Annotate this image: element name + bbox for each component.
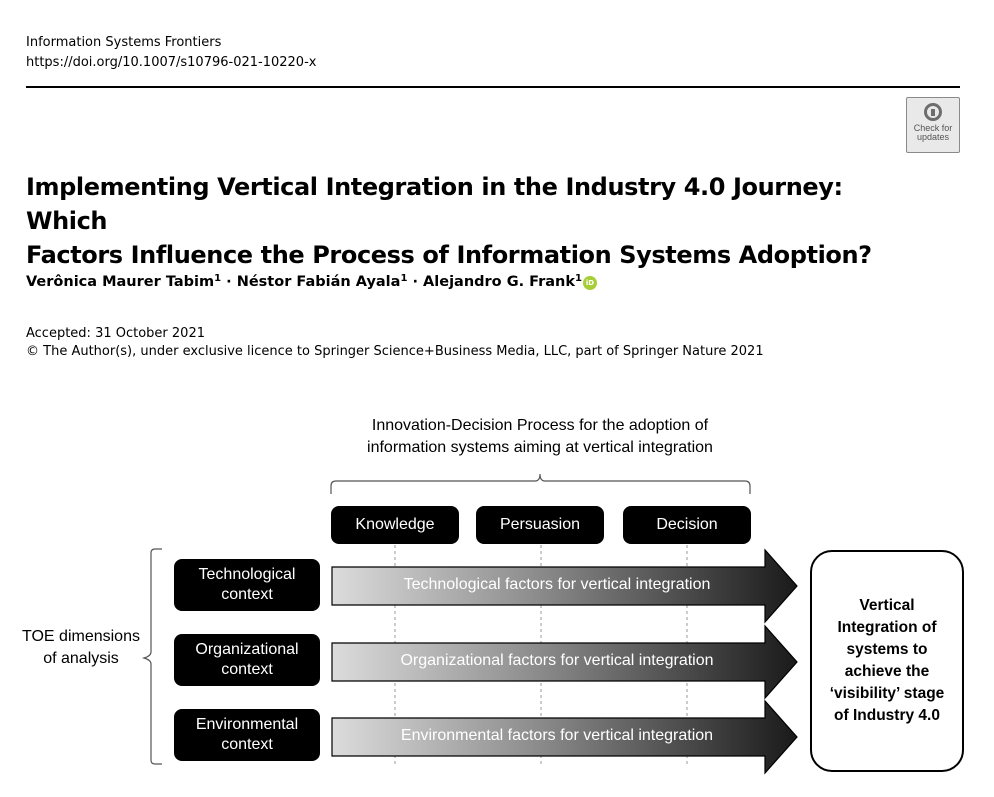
toe-label-line-1: TOE dimensions [22, 628, 140, 645]
context-line-2: context [221, 586, 273, 603]
organizational-context: Organizational context [174, 634, 320, 686]
process-title: Innovation-Decision Process for the adop… [340, 415, 740, 459]
stage-knowledge: Knowledge [331, 506, 459, 544]
organizational-factor-label: Organizational factors for vertical inte… [400, 652, 714, 669]
stage-persuasion: Persuasion [476, 506, 604, 544]
article-meta: Accepted: 31 October 2021 © The Author(s… [26, 325, 764, 361]
outcome-line: ‘visibility’ stage [829, 685, 945, 702]
title-line-2: Factors Influence the Process of Informa… [26, 241, 872, 269]
context-line-2: context [221, 661, 273, 678]
organizational-factor-arrow [331, 624, 798, 700]
author-name[interactable]: Néstor Fabián Ayala [236, 274, 401, 290]
orcid-icon[interactable]: iD [583, 276, 597, 290]
author-affiliation: 1 [575, 273, 582, 284]
technological-factor-arrow [331, 548, 798, 624]
outcome-line: of Industry 4.0 [834, 707, 940, 724]
article-title: Implementing Vertical Integration in the… [26, 170, 906, 272]
context-line-1: Environmental [195, 716, 299, 733]
accepted-date: Accepted: 31 October 2021 [26, 326, 205, 341]
author-separator: · [226, 274, 232, 290]
doi-link[interactable]: https://doi.org/10.1007/s10796-021-10220… [26, 55, 317, 70]
process-title-line-1: Innovation-Decision Process for the adop… [371, 417, 709, 434]
author-name[interactable]: Verônica Maurer Tabim [26, 274, 215, 290]
toe-brace [141, 548, 162, 765]
toe-label-line-2: of analysis [43, 650, 119, 667]
author-list: Verônica Maurer Tabim1 · Néstor Fabián A… [26, 268, 597, 293]
header-rule [26, 86, 960, 88]
vertical-integration-outcome: Vertical Integration of systems to achie… [810, 550, 964, 772]
context-line-1: Organizational [195, 641, 299, 658]
environmental-factor-arrow [331, 699, 798, 775]
copyright-notice: © The Author(s), under exclusive licence… [26, 344, 764, 359]
technological-context: Technological context [174, 559, 320, 611]
badge-line-2: updates [916, 132, 950, 142]
process-title-line-2: information systems aiming at vertical i… [367, 439, 713, 456]
outcome-line: systems to [846, 641, 928, 658]
environmental-factor-label: Environmental factors for vertical integ… [400, 727, 714, 744]
outcome-line: Vertical [859, 597, 915, 614]
environmental-context: Environmental context [174, 709, 320, 761]
journal-name: Information Systems Frontiers [26, 35, 222, 50]
toe-dimensions-label: TOE dimensions of analysis [14, 626, 148, 670]
outcome-line: Integration of [837, 619, 937, 636]
context-line-1: Technological [198, 566, 296, 583]
journal-header: Information Systems Frontiers https://do… [26, 33, 316, 73]
author-name[interactable]: Alejandro G. Frank [423, 274, 576, 290]
technological-factor-label: Technological factors for vertical integ… [403, 576, 711, 593]
author-separator: · [412, 274, 418, 290]
stage-decision: Decision [623, 506, 751, 544]
author-affiliation: 1 [400, 273, 408, 284]
check-updates-icon [924, 103, 942, 121]
author-affiliation: 1 [214, 273, 222, 284]
title-line-1: Implementing Vertical Integration in the… [26, 173, 843, 235]
badge-line-1: Check for [913, 123, 953, 133]
process-brace [330, 473, 751, 494]
context-line-2: context [221, 736, 273, 753]
outcome-line: achieve the [844, 663, 930, 680]
check-for-updates-badge[interactable]: Check for updates [906, 97, 960, 153]
